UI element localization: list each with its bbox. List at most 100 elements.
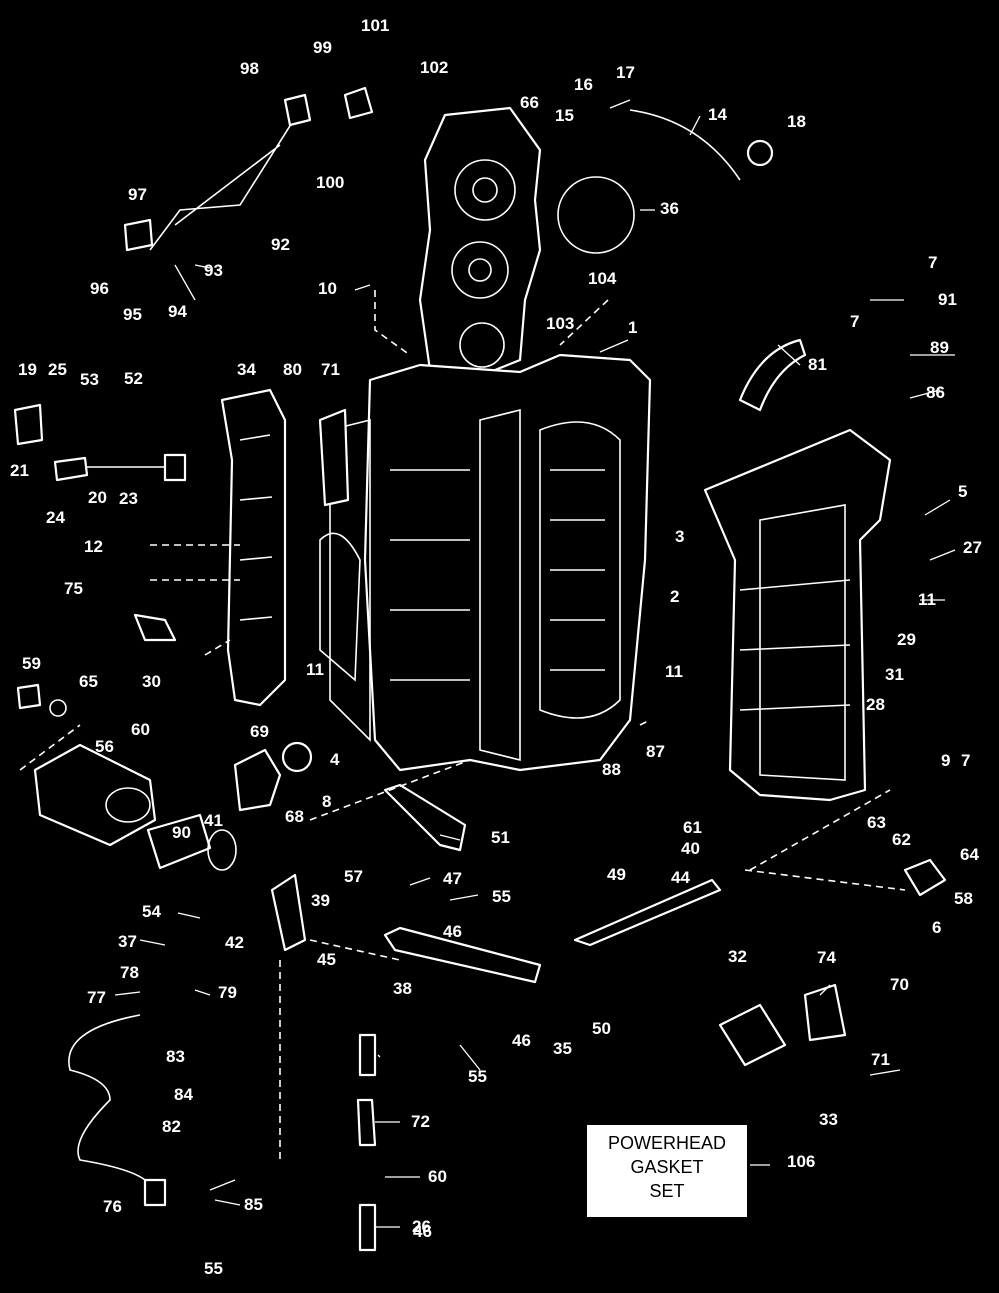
leader-line — [209, 1179, 236, 1191]
callout-101: 101 — [361, 16, 389, 35]
callout-92: 92 — [271, 235, 290, 254]
callout-10: 10 — [318, 279, 337, 298]
callout-84: 84 — [174, 1085, 193, 1104]
wire-harness-76 — [68, 1014, 151, 1186]
hose-81 — [738, 338, 807, 412]
callout-97: 97 — [128, 185, 147, 204]
callout-35: 35 — [553, 1039, 572, 1058]
callout-31: 31 — [885, 665, 904, 684]
gasket-box-line2: GASKET — [630, 1157, 704, 1177]
callout-33: 33 — [819, 1110, 838, 1129]
callout-39: 39 — [311, 891, 330, 910]
callout-72: 72 — [411, 1112, 430, 1131]
leader-line — [869, 1069, 901, 1076]
leader-line — [354, 284, 371, 291]
sender-20b — [163, 453, 187, 482]
callout-46: 46 — [413, 1222, 432, 1241]
callout-54: 54 — [142, 902, 161, 921]
leader-line — [177, 912, 201, 919]
callout-98: 98 — [240, 59, 259, 78]
callout-70: 70 — [890, 975, 909, 994]
bracket-45 — [270, 873, 307, 952]
plug-30 — [133, 613, 177, 642]
callout-27: 27 — [963, 538, 982, 557]
callout-66: 66 — [520, 93, 539, 112]
callout-47: 47 — [443, 869, 462, 888]
callout-7: 7 — [850, 312, 859, 331]
callout-42: 42 — [225, 933, 244, 952]
callout-38: 38 — [393, 979, 412, 998]
callout-40: 40 — [681, 839, 700, 858]
callout-18: 18 — [787, 112, 806, 131]
cap-69 — [281, 741, 313, 773]
bracket-51 — [383, 783, 467, 852]
connector-99 — [283, 93, 312, 127]
hose-71 — [318, 408, 350, 507]
callout-61: 61 — [683, 818, 702, 837]
callout-64: 64 — [960, 845, 979, 864]
callout-45: 45 — [317, 950, 336, 969]
callout-55: 55 — [492, 887, 511, 906]
callout-87: 87 — [646, 742, 665, 761]
o-ring-65 — [49, 699, 67, 717]
leader-line — [174, 264, 196, 301]
callout-81: 81 — [808, 355, 827, 374]
callout-5: 5 — [958, 482, 967, 501]
callout-8: 8 — [322, 792, 331, 811]
callout-88: 88 — [602, 760, 621, 779]
callout-3: 3 — [675, 527, 684, 546]
tube-26 — [358, 1203, 377, 1252]
callout-102: 102 — [420, 58, 448, 77]
tube-71b — [358, 1033, 377, 1077]
leader-line — [924, 499, 951, 516]
wire-harness-92 — [149, 109, 301, 251]
callout-55: 55 — [468, 1067, 487, 1086]
sender-20 — [53, 456, 89, 482]
boot-68 — [233, 748, 282, 812]
leader-line — [439, 834, 461, 841]
callout-75: 75 — [64, 579, 83, 598]
callout-23: 23 — [119, 489, 138, 508]
callout-1: 1 — [628, 318, 637, 337]
crankcase-half — [703, 428, 892, 802]
sensor-74 — [803, 983, 847, 1042]
callout-89: 89 — [930, 338, 949, 357]
callout-20: 20 — [88, 488, 107, 507]
link-rod — [573, 878, 722, 947]
callout-17: 17 — [616, 63, 635, 82]
leader-line — [909, 389, 941, 399]
callout-7: 7 — [928, 253, 937, 272]
callout-68: 68 — [285, 807, 304, 826]
callout-77: 77 — [87, 988, 106, 1007]
callout-56: 56 — [95, 737, 114, 756]
plug-59 — [16, 683, 42, 710]
callout-82: 82 — [162, 1117, 181, 1136]
callout-36: 36 — [660, 199, 679, 218]
sensor-76 — [143, 1178, 167, 1207]
leader-line — [929, 549, 956, 561]
callout-103: 103 — [546, 314, 574, 333]
callout-90: 90 — [172, 823, 191, 842]
callout-41: 41 — [204, 811, 223, 830]
leader-line — [377, 1054, 381, 1058]
callout-11: 11 — [918, 590, 936, 609]
leader-line — [777, 344, 801, 366]
callout-28: 28 — [866, 695, 885, 714]
leader-line — [449, 894, 479, 901]
callout-26: 26 — [412, 1217, 431, 1236]
lever-38 — [383, 926, 542, 984]
callout-51: 51 — [491, 828, 510, 847]
hose-14 — [629, 109, 741, 181]
callout-34: 34 — [237, 360, 256, 379]
callout-99: 99 — [313, 38, 332, 57]
callout-25: 25 — [48, 360, 67, 379]
callout-74: 74 — [817, 948, 836, 967]
cylinder-head-cover — [418, 106, 542, 382]
callout-49: 49 — [607, 865, 626, 884]
callout-46: 46 — [512, 1031, 531, 1050]
callout-6: 6 — [932, 918, 941, 937]
leader-line — [194, 264, 211, 269]
callout-9: 9 — [941, 751, 950, 770]
callout-53: 53 — [80, 370, 99, 389]
cylinder-block — [319, 353, 652, 772]
